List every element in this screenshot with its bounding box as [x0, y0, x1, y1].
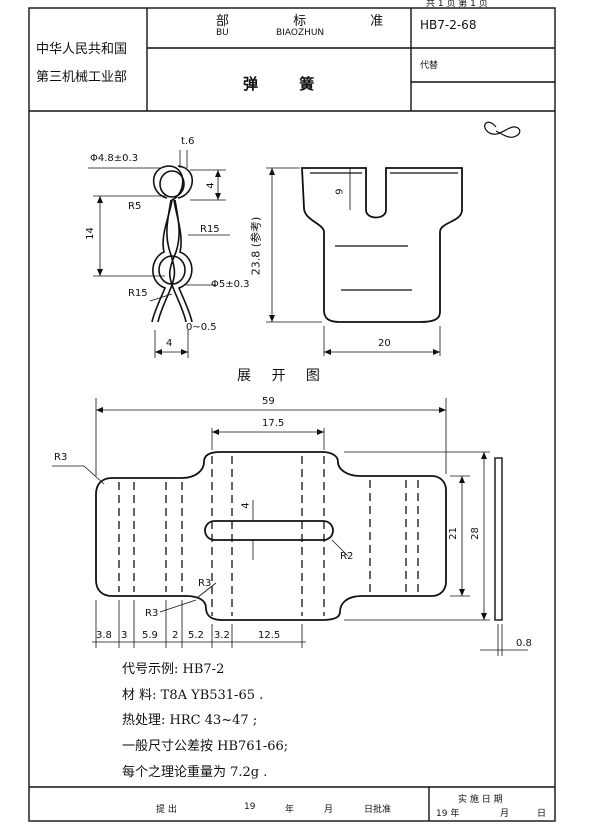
footer-impl-label: 实 施 日 期 [458, 795, 503, 805]
sheet-border [28, 7, 556, 822]
dim-h28: 28 [469, 527, 481, 540]
dim-width20: 20 [378, 338, 391, 349]
dim-r15-lower: R15 [128, 288, 148, 299]
dim-r15-upper: R15 [200, 224, 220, 235]
dim-mid-diameter: Φ5±0.3 [211, 279, 250, 290]
org-name-line2: 第三机械工业部 [36, 70, 128, 85]
replace-label: 代替 [420, 61, 439, 71]
dim-total-59: 59 [262, 396, 275, 407]
dim-r3-corner: R3 [54, 452, 68, 463]
standard-title-pinyin-1: BU [216, 28, 229, 38]
page-counter: 共 1 页 第 1 页 [426, 0, 488, 9]
footer-impl-month: 月 [500, 809, 510, 819]
dim-r3-notch: R3 [198, 578, 212, 589]
dim-r3-lower: R3 [145, 608, 159, 619]
dim-r5: R5 [128, 201, 142, 212]
infinity-icon [484, 121, 521, 138]
dim-chain-3: 5.9 [142, 630, 158, 641]
dim-chain-7: 12.5 [258, 630, 281, 641]
spring-profile [151, 165, 193, 323]
note-tolerance: 一般尺寸公差按 HB761-66; [122, 739, 289, 754]
dim-slot4: 4 [240, 502, 252, 509]
dim-h21: 21 [447, 527, 459, 540]
dim-w4: 4 [166, 338, 173, 349]
dim-chain-6: 3.2 [214, 630, 230, 641]
dim-top-diameter: Φ4.8±0.3 [90, 153, 139, 164]
footer-month-label: 月 [324, 805, 334, 815]
note-material: 材 料: T8A YB531-65 . [122, 688, 264, 703]
dim-length-ref: 23.8 (参考) [249, 216, 263, 276]
dim-thick-0-8: 0.8 [516, 638, 532, 649]
org-name-line1: 中华人民共和国 [36, 42, 128, 57]
dim-mid-17-5: 17.5 [262, 418, 285, 429]
part-title: 弹 簧 [243, 75, 333, 93]
footer-proposer: 提 出 [156, 805, 177, 815]
dim-chain-1: 3.8 [96, 630, 112, 641]
dim-slot9: 9 [334, 188, 346, 195]
dim-chain-4: 2 [172, 630, 179, 641]
dim-chain-5: 5.2 [188, 630, 204, 641]
dim-r2: R2 [340, 551, 354, 562]
dim-thickness: t.6 [181, 136, 195, 147]
footer-year-approve: 19 [244, 802, 256, 812]
standard-code: HB7-2-68 [420, 18, 477, 32]
note-code-example: 代号示例: HB7-2 [122, 662, 225, 677]
flat-pattern [95, 451, 447, 621]
dim-gap: 0~0.5 [186, 322, 217, 333]
note-weight: 每个之理论重量为 7.2g . [122, 765, 268, 780]
standard-title-pinyin-2: BIAOZHUN [276, 28, 325, 38]
dim-h14: 14 [84, 227, 96, 240]
footer-impl-day: 日 [537, 809, 547, 819]
spring-front-view [301, 167, 463, 323]
dim-chain-2: 3 [121, 630, 128, 641]
standard-title-cn: 部 标 准 [216, 14, 414, 29]
footer-impl-year: 19 年 [436, 809, 460, 819]
section-title: 展 开 图 [237, 368, 328, 384]
footer-approve-label: 日批准 [364, 805, 392, 815]
footer-year-label: 年 [285, 805, 295, 815]
note-heat-treatment: 热处理: HRC 43~47 ; [122, 713, 258, 728]
dim-h4: 4 [205, 182, 217, 189]
